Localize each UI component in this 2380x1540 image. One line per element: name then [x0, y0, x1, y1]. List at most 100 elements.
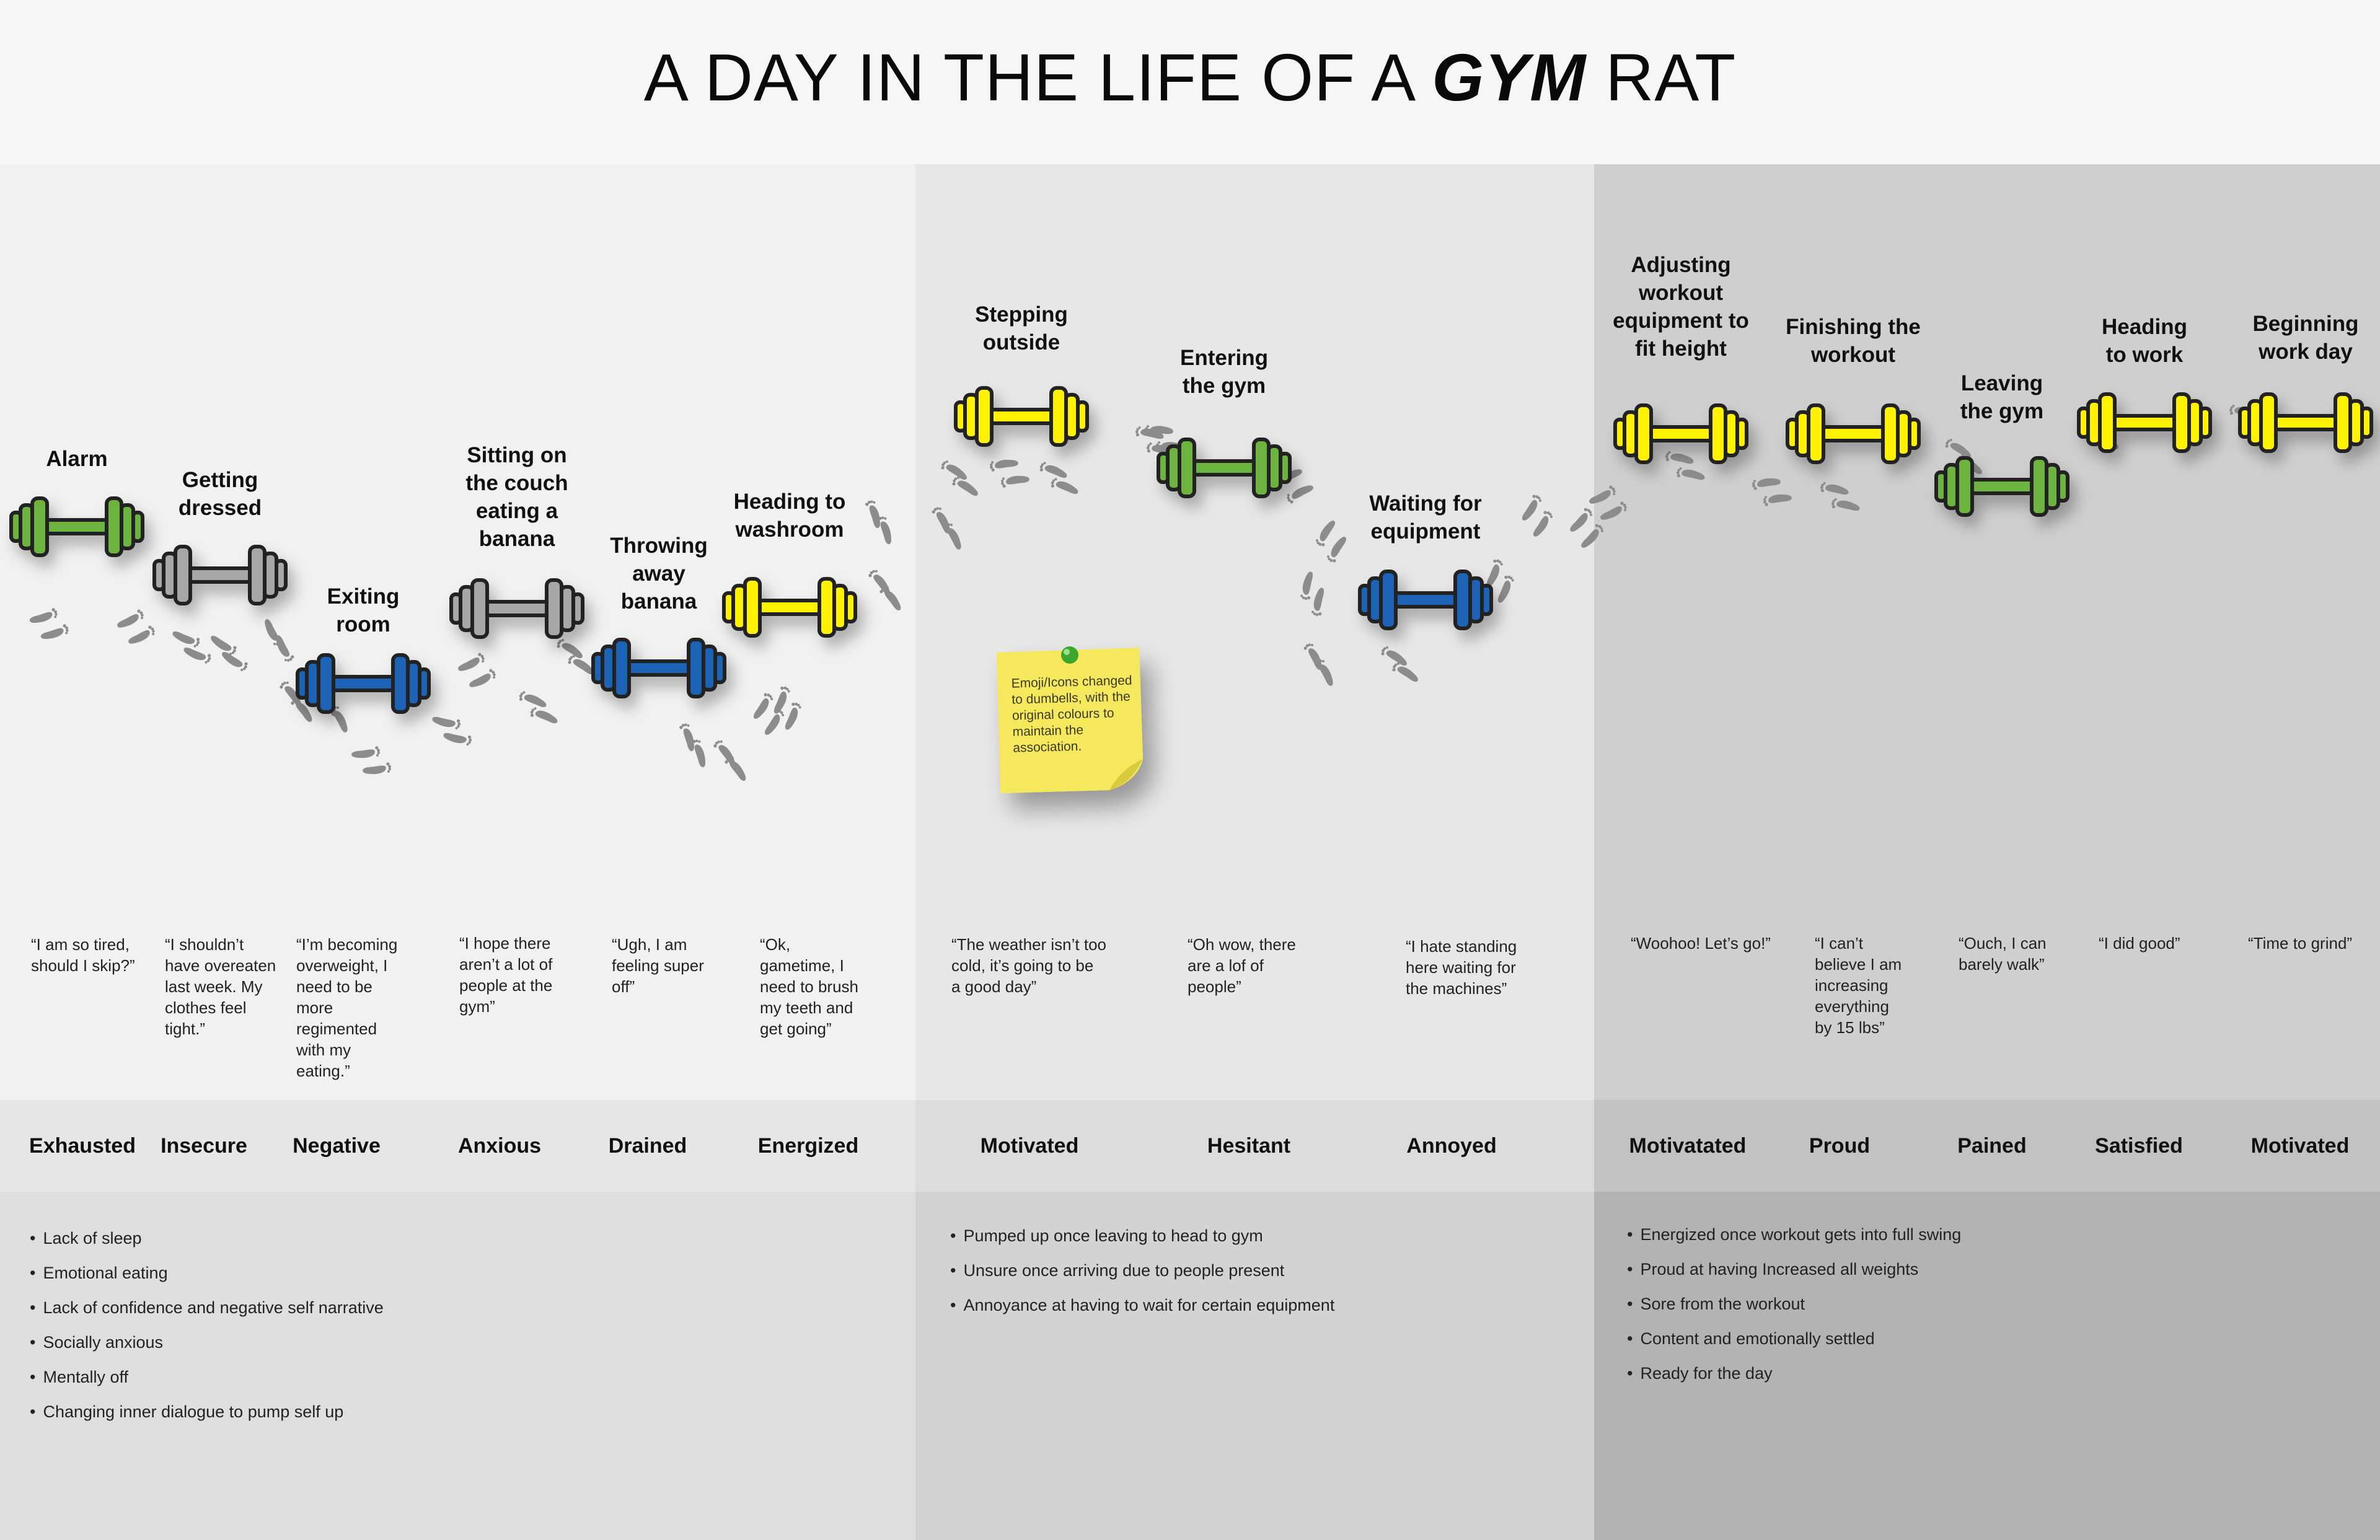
emotion-label: Motivated	[980, 1134, 1079, 1158]
dumbbell-icon	[954, 386, 1089, 447]
footprint-icon	[941, 521, 966, 552]
insight-item: Lack of sleep	[30, 1221, 384, 1256]
step-label: Throwing away banana	[610, 534, 708, 614]
dumbbell-icon	[2238, 392, 2373, 453]
footprint-icon	[1038, 460, 1069, 481]
emotion-label: Negative	[293, 1134, 381, 1158]
footprint-icon	[1751, 475, 1781, 491]
insight-item: Ready for the day	[1627, 1356, 1961, 1391]
footprint-icon	[1579, 522, 1605, 552]
emotion-label: Anxious	[457, 1134, 542, 1158]
step-quote: “Ok, gametime, I need to brush my teeth …	[760, 935, 859, 1038]
step-label: Finishing the workout	[1786, 315, 1921, 367]
insight-item: Emotional eating	[30, 1256, 384, 1290]
step-label: Sitting on the couch eating a banana	[465, 443, 568, 551]
footprint-icon	[1762, 491, 1792, 507]
emotion-label: Insecure	[161, 1134, 247, 1158]
footprint-icon	[751, 691, 775, 722]
dumbbell-icon	[9, 496, 144, 557]
dumbbell-icon	[1934, 456, 2069, 517]
footprint-icon	[989, 457, 1019, 472]
emotion-band-1	[0, 1100, 915, 1192]
footprint-icon	[170, 628, 201, 649]
dumbbell-icon	[1613, 403, 1748, 464]
step-quote: “Time to grind”	[2248, 934, 2353, 953]
emotion-label: Hesitant	[1207, 1134, 1291, 1158]
title-pre: A DAY IN THE LIFE OF A	[643, 40, 1432, 115]
footprint-icon	[182, 645, 213, 665]
footprint-icon	[1000, 473, 1030, 488]
footprint-icon	[431, 715, 462, 730]
footprint-icon	[762, 707, 786, 738]
step-quote: “I shouldn’t have overeaten last week. M…	[165, 935, 276, 1038]
step-quote: “I hate standing here waiting for the ma…	[1406, 937, 1517, 998]
step-label: Leaving the gym	[1960, 371, 2044, 423]
insight-item: Mentally off	[30, 1360, 384, 1394]
footprint-icon	[1530, 509, 1554, 540]
footprint-icon	[1567, 506, 1594, 535]
footprint-icon	[529, 706, 560, 726]
step-label: Heading to washroom	[733, 490, 846, 542]
emotion-label: Motivated	[2250, 1134, 2350, 1158]
step-quote: “The weather isn’t too cold, it’s going …	[951, 935, 1107, 996]
footprint-icon	[115, 608, 146, 632]
footprint-icon	[351, 746, 381, 761]
footprint-icon	[1598, 500, 1629, 524]
footprint-icon	[456, 651, 487, 675]
emotion-label: Satisfied	[2095, 1134, 2183, 1158]
step-quote: “I hope there aren’t a lot of people at …	[459, 934, 553, 1016]
step-label: Entering the gym	[1180, 346, 1268, 398]
footprint-icon	[1325, 534, 1349, 565]
insight-item: Energized once workout gets into full sw…	[1627, 1217, 1961, 1252]
step-quote: “Ugh, I am feeling super off”	[612, 935, 704, 996]
step-label: Adjusting workout equipment to fit heigh…	[1613, 253, 1749, 361]
sticky-note	[997, 646, 1143, 793]
insight-item: Socially anxious	[30, 1325, 384, 1360]
footprint-icon	[362, 762, 392, 777]
step-label: Heading to work	[2101, 315, 2188, 367]
footprint-icon	[467, 667, 498, 692]
dumbbell-icon	[1157, 438, 1292, 498]
insight-item: Changing inner dialogue to pump self up	[30, 1394, 384, 1429]
step-quote: “I can’t believe I am increasing everyth…	[1815, 934, 1902, 1037]
footprint-icon	[518, 690, 549, 710]
insight-item: Pumped up once leaving to head to gym	[950, 1218, 1334, 1253]
emotion-label: Pained	[1957, 1134, 2027, 1158]
footprint-icon	[126, 624, 157, 648]
footprint-icon	[782, 701, 803, 732]
step-label: Alarm	[46, 447, 108, 471]
step-label: Exiting room	[327, 584, 400, 636]
insight-list-2: Pumped up once leaving to head to gymUns…	[950, 1218, 1334, 1322]
title-em: GYM	[1432, 40, 1587, 115]
footprint-icon	[28, 607, 60, 627]
footprint-icon	[1313, 658, 1338, 688]
footprint-icon	[39, 623, 71, 643]
dumbbell-icon	[722, 577, 857, 638]
dumbbell-icon	[591, 638, 726, 698]
step-label: Waiting for equipment	[1369, 491, 1482, 543]
footprint-icon	[1519, 493, 1543, 524]
footprint-icon	[1495, 574, 1515, 605]
insight-list-1: Lack of sleepEmotional eatingLack of con…	[30, 1221, 384, 1429]
insight-item: Lack of confidence and negative self nar…	[30, 1290, 383, 1325]
footprint-icon	[1675, 467, 1706, 482]
footprint-icon	[878, 584, 905, 613]
emotion-label: Energized	[757, 1134, 859, 1158]
pin-icon	[1061, 646, 1078, 664]
insight-item: Annoyance at having to wait for certain …	[950, 1288, 1334, 1322]
emotion-label: Drained	[608, 1134, 687, 1158]
insight-list-3: Energized once workout gets into full sw…	[1627, 1217, 1961, 1391]
step-label: Beginning work day	[2252, 312, 2359, 364]
footprint-icon	[1664, 451, 1695, 466]
step-quote: “I’m becoming overweight, I need to be m…	[296, 935, 398, 1080]
step-label: Stepping outside	[975, 302, 1068, 354]
emotion-band-3	[1594, 1100, 2380, 1192]
emotion-label: Proud	[1809, 1134, 1871, 1158]
step-quote: “Woohoo! Let’s go!”	[1631, 934, 1771, 953]
footprint-icon	[689, 737, 710, 769]
footprint-icon	[771, 685, 791, 716]
footprint-icon	[1300, 570, 1315, 601]
footprint-icon	[723, 754, 750, 783]
insight-item: Sore from the workout	[1627, 1287, 1961, 1321]
